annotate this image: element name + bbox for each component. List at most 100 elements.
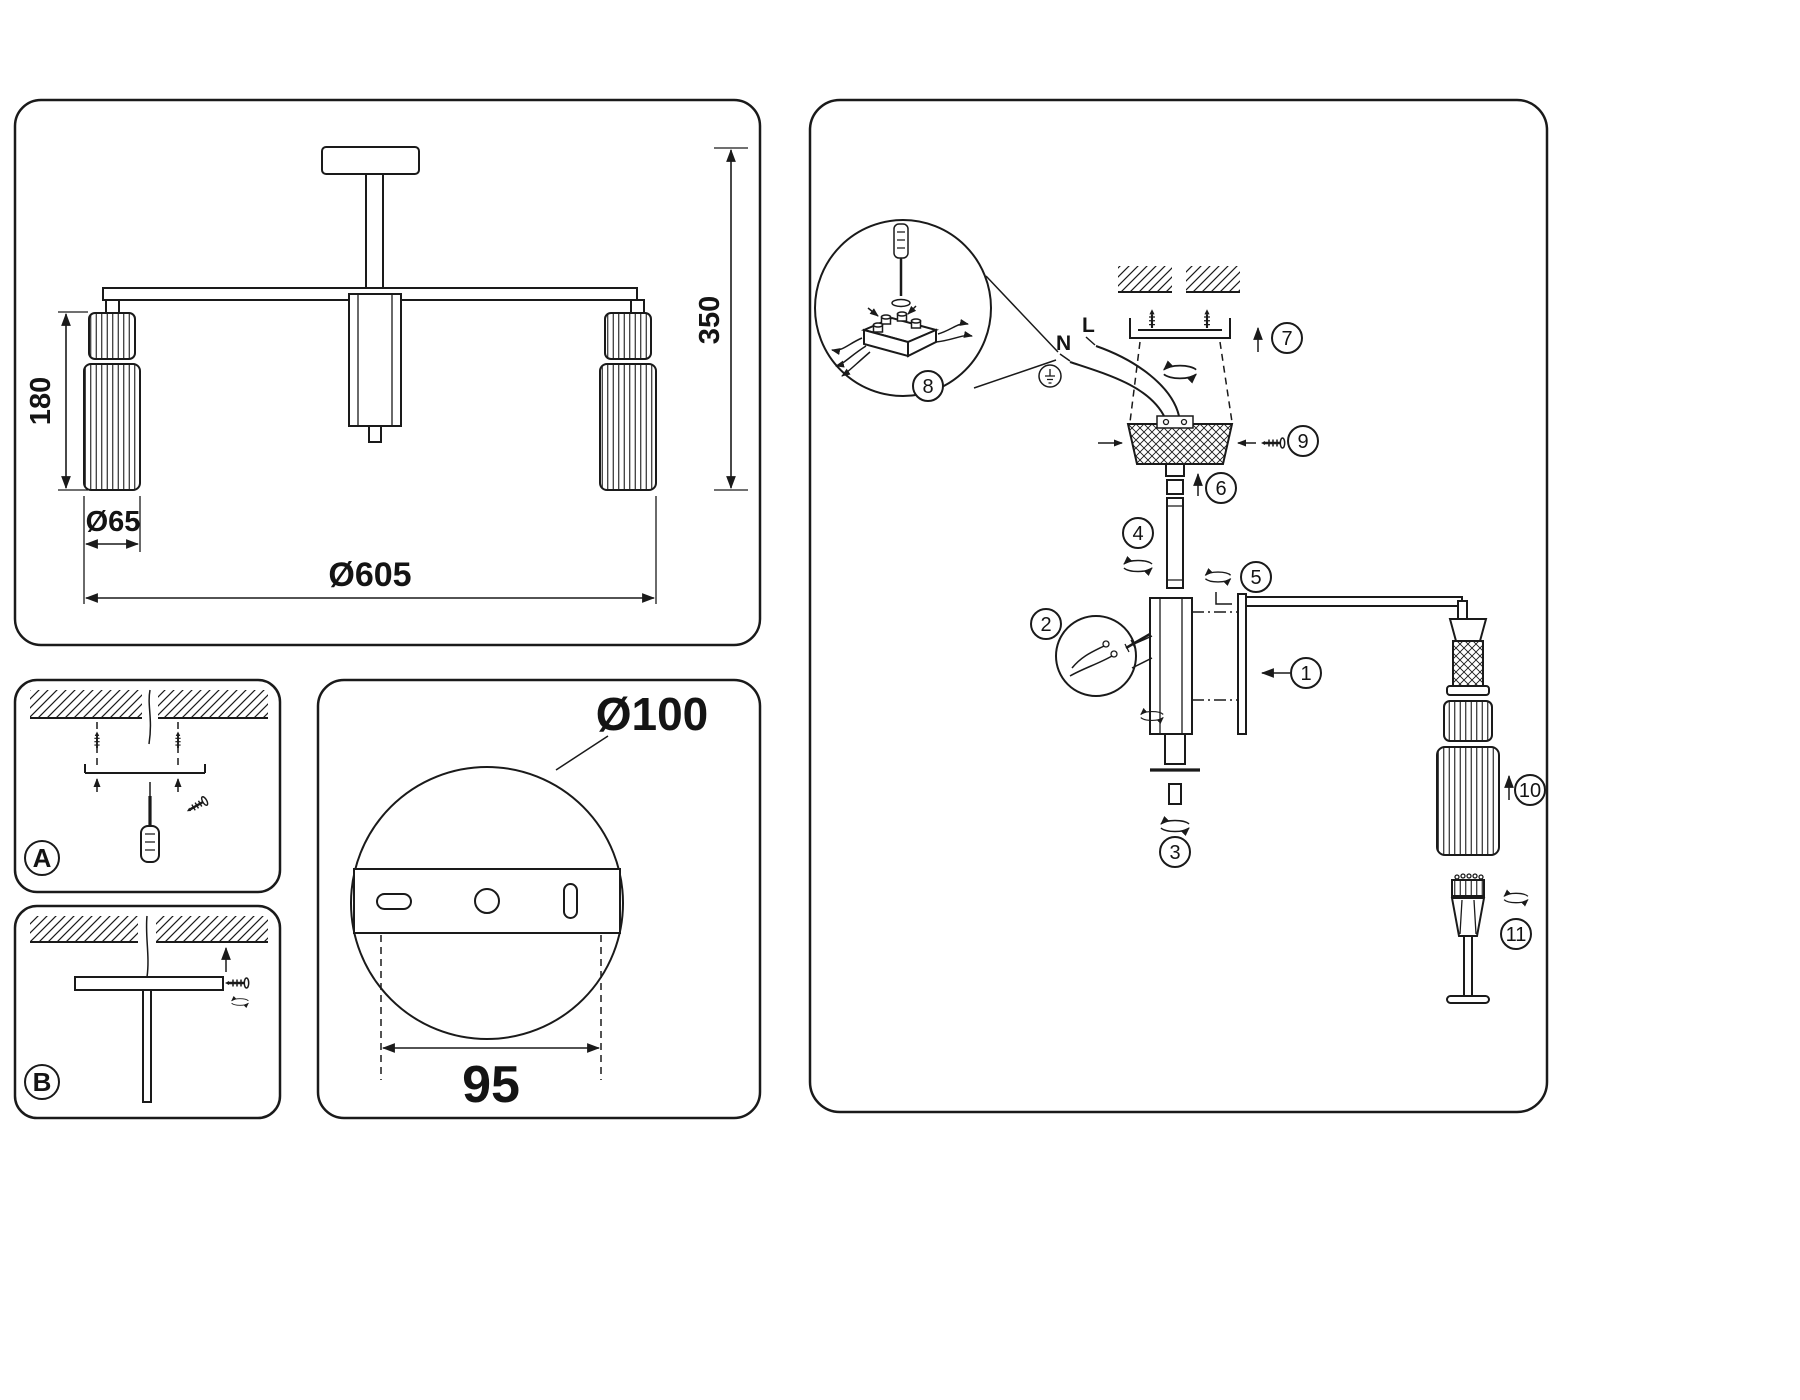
callout-1-label: 1 <box>1300 663 1311 685</box>
mounting-bracket-assembly: 7 <box>1129 308 1303 423</box>
callout-8-label: 8 <box>922 376 933 398</box>
wiring-magnifier-2: 2 <box>1030 608 1153 697</box>
wire-neutral-label: N <box>1056 332 1071 355</box>
hub-inner-lines <box>357 294 393 426</box>
magnifier-circle-8 <box>814 219 992 397</box>
terminal-screw-head <box>891 298 911 308</box>
down-stem <box>365 173 384 295</box>
ground-icon <box>1038 364 1062 388</box>
callout-10-label: 10 <box>1519 780 1541 802</box>
arm-end-right <box>630 299 645 314</box>
plate-center-hole <box>474 888 500 914</box>
plate-projection-lines <box>380 935 602 1080</box>
callout-7-label: 7 <box>1281 328 1292 350</box>
magnifier-leader-cone <box>973 275 1059 389</box>
screw-icon-a <box>183 794 211 817</box>
callout-11: 11 <box>1500 918 1532 950</box>
rod-b <box>142 989 152 1103</box>
assembly-panel-border <box>808 98 1549 1114</box>
canopy-plate-b <box>74 976 224 991</box>
shade-left <box>83 312 141 491</box>
dimension-fixture-diameter: Ø605 <box>328 556 411 594</box>
step-b-badge: B <box>24 1064 60 1100</box>
holder-ring <box>1451 879 1485 897</box>
hub-finial <box>368 425 382 443</box>
wire-neutral <box>1069 361 1166 419</box>
canopy-cup: 9 <box>1098 415 1319 477</box>
arm-elbow <box>1457 600 1468 620</box>
bracket-screw-left-icon <box>1147 308 1157 330</box>
ceiling-canopy <box>321 146 420 175</box>
wire-live <box>1095 345 1180 417</box>
assembly-panel: 8 7 N L <box>808 98 1549 1114</box>
step-a-border <box>13 678 282 894</box>
bulb-body <box>1450 897 1486 937</box>
arm-part: 1 <box>1237 593 1468 735</box>
rotation-arrow-icon-b <box>232 999 249 1006</box>
anchor-guides <box>96 722 179 770</box>
callout-5: 5 <box>1240 561 1272 593</box>
callout-9: 9 <box>1287 425 1319 457</box>
callout-6-label: 6 <box>1215 478 1226 500</box>
anchor-screw-right-icon <box>174 730 182 749</box>
connector-3 <box>1168 783 1182 805</box>
dimension-180: 180 <box>25 311 88 491</box>
hub-body <box>1149 597 1193 735</box>
side-screw-icon <box>223 976 250 990</box>
wire-live-label: L <box>1082 314 1095 337</box>
dimension-hole-spacing: 95 <box>462 1056 520 1114</box>
socket-cup <box>1448 618 1488 642</box>
connector-6: 6 <box>1166 472 1237 504</box>
dimension-350: 350 <box>694 147 748 491</box>
dimension-605: Ø605 <box>84 496 657 604</box>
lamp-socket <box>1452 640 1484 687</box>
shade-main-section <box>1436 746 1500 856</box>
arm-end-left <box>105 299 120 314</box>
bulb-stem <box>1463 935 1473 997</box>
screwdriver-icon <box>140 782 160 863</box>
dimension-plate-diameter: Ø100 <box>596 688 709 740</box>
callout-8: 8 <box>912 370 944 402</box>
bracket-screw-right-icon <box>1202 308 1212 330</box>
callout-6: 6 <box>1205 472 1237 504</box>
ceiling-hatch-assembly <box>1118 266 1240 293</box>
supply-wires: N L <box>1038 314 1180 419</box>
cup-terminal <box>1156 415 1194 429</box>
dimension-panel: 180 350 Ø65 Ø605 <box>13 98 762 647</box>
callout-7: 7 <box>1271 322 1303 354</box>
supply-wire-b <box>145 915 149 978</box>
hanging-rod <box>1166 497 1184 589</box>
callout-1: 1 <box>1290 657 1322 689</box>
hub-wires <box>1069 645 1113 677</box>
dimension-fixture-height: 350 <box>694 296 726 344</box>
terminal-block-icon <box>831 305 973 377</box>
callout-9-label: 9 <box>1297 431 1308 453</box>
magnifier-2-leaders <box>1131 635 1153 669</box>
step-b-panel: B <box>13 904 282 1120</box>
step-b-border <box>13 904 282 1120</box>
rotation-arrow-icon-3 <box>1161 820 1189 831</box>
ceiling-hatch-b <box>30 916 268 943</box>
callout-3-label: 3 <box>1169 842 1180 864</box>
dimension-65: Ø65 <box>83 496 141 604</box>
dimension-shade-diameter: Ø65 <box>86 506 141 538</box>
socket-shade-assembly: 10 <box>1436 618 1546 856</box>
bracket-projection <box>1129 341 1233 423</box>
shade-right <box>599 312 657 491</box>
plate-band <box>353 868 621 934</box>
hub-lower-tube <box>1164 733 1186 765</box>
cup-body <box>1126 423 1234 465</box>
callout-4: 4 <box>1122 517 1154 549</box>
terminal-magnifier: 8 <box>814 219 1059 402</box>
callout-2-label: 2 <box>1040 614 1051 636</box>
anchor-screw-left-icon <box>93 730 101 749</box>
center-hub <box>348 293 402 427</box>
bulb-base <box>1446 995 1490 1004</box>
callout-2: 2 <box>1030 608 1062 640</box>
screwdriver-small-icon <box>893 223 909 296</box>
plate-leader-line <box>555 735 609 771</box>
cup-screw-icon <box>1259 436 1286 450</box>
rotation-arrow-icon-11 <box>1504 893 1528 902</box>
hub-assembly: 3 <box>1124 592 1246 868</box>
